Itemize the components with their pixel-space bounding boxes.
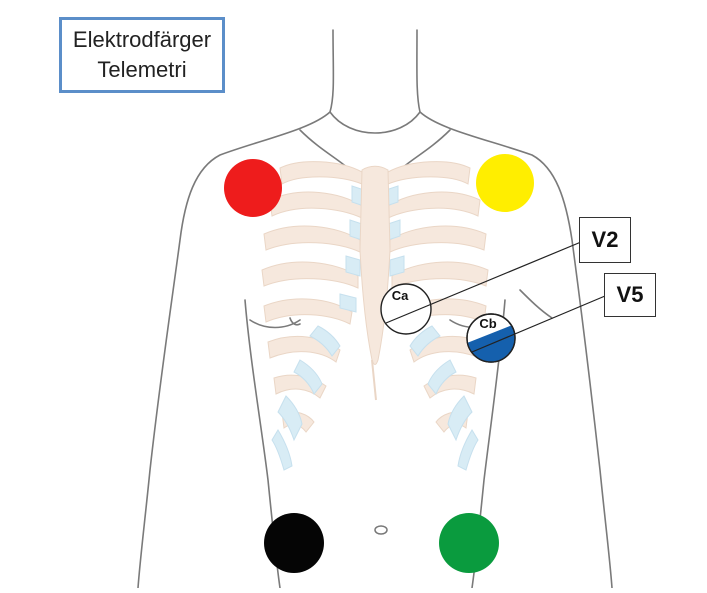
right-arm-electrode	[224, 159, 282, 217]
cb-label: Cb	[479, 316, 496, 331]
title-line-1: Elektrodfärger	[73, 25, 211, 55]
navel	[375, 526, 387, 534]
right-leg-electrode	[264, 513, 324, 573]
title-box: Elektrodfärger Telemetri	[59, 17, 225, 93]
left-arm-electrode	[476, 154, 534, 212]
ca-electrode: Ca	[381, 284, 431, 334]
v2-lead-label: V2	[579, 217, 631, 263]
cb-electrode: Cb	[462, 314, 520, 368]
title-line-2: Telemetri	[97, 55, 186, 85]
v5-lead-label: V5	[604, 273, 656, 317]
left-leg-electrode	[439, 513, 499, 573]
ca-label: Ca	[392, 288, 409, 303]
rib-cage	[262, 162, 488, 470]
